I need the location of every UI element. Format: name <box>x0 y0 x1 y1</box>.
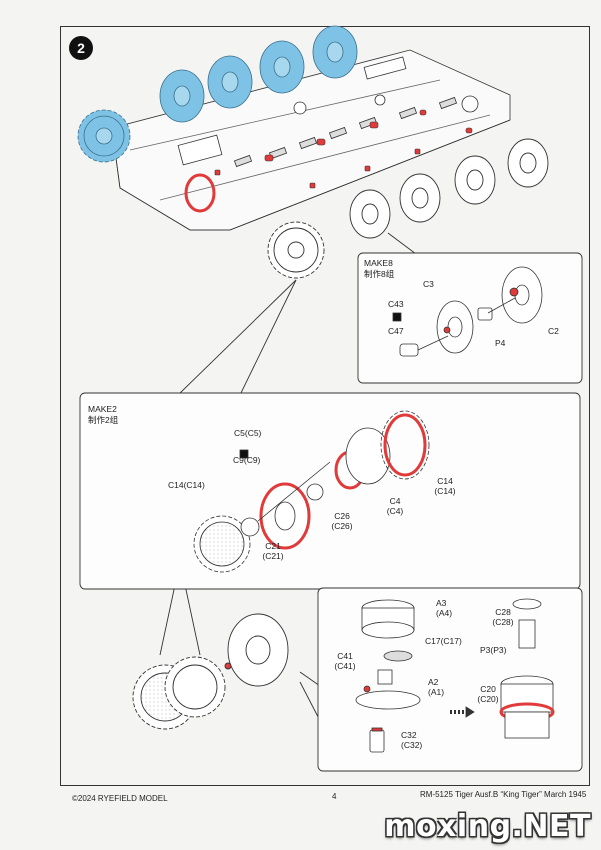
make8-parts <box>392 266 543 357</box>
part-label-c43: C43 <box>388 299 404 309</box>
part-label-c14-left: C14(C14) <box>168 480 205 490</box>
make8-title: MAKE8 <box>364 258 393 268</box>
part-label-a2: A2 <box>428 677 439 687</box>
make2-title: MAKE2 <box>88 404 117 414</box>
part-label-a2-alt: (A1) <box>428 687 445 697</box>
part-label-c4: C4 <box>389 496 401 506</box>
part-label-c28: C28 <box>495 607 511 617</box>
part-label-p3: P3(P3) <box>480 645 507 655</box>
front-sprocket <box>267 221 325 279</box>
part-label-c20-alt: (C20) <box>477 694 499 704</box>
part-label-c32: C32 <box>401 730 417 740</box>
part-label-c32-alt: (C32) <box>401 740 423 750</box>
make2-title-cn: 制作2组 <box>88 415 119 425</box>
step-number: 2 <box>77 40 85 56</box>
hull-red-ring <box>184 173 216 213</box>
part-label-c28-alt: (C28) <box>492 617 514 627</box>
part-label-c5: C5(C5) <box>234 428 262 438</box>
page-frame <box>60 26 590 786</box>
part-label-c14-right: C14 <box>437 476 453 486</box>
footer-model-title: RM-5125 Tiger Ausf.B “King Tiger” March … <box>420 790 587 799</box>
footer-copyright: ©2024 RYEFIELD MODEL <box>72 794 168 803</box>
part-label-c41-alt: (C41) <box>334 661 356 671</box>
part-label-c14-right-alt: (C14) <box>434 486 456 496</box>
part-label-p4: P4 <box>495 338 506 348</box>
make8-title-cn: 制作8组 <box>364 269 395 279</box>
make2-panel <box>79 392 581 590</box>
part-label-c3: C3 <box>423 279 434 289</box>
step-badge: 2 <box>69 36 93 60</box>
part-label-c20: C20 <box>480 684 496 694</box>
part-label-c41: C41 <box>337 651 353 661</box>
part-label-a3: A3 <box>436 598 447 608</box>
part-label-c21-alt: (C21) <box>262 551 284 561</box>
part-label-c4-alt: (C4) <box>386 506 404 516</box>
footer-page-number: 4 <box>332 792 337 801</box>
hull-red-points <box>214 109 473 189</box>
part-label-c2: C2 <box>548 326 559 336</box>
leader-lines <box>159 232 417 741</box>
sub-parts <box>355 598 555 753</box>
part-label-c9: C9(C9) <box>233 455 261 465</box>
make2-parts <box>193 410 430 573</box>
part-label-c17: C17(C17) <box>425 636 462 646</box>
part-label-c21: C21 <box>265 541 281 551</box>
blue-drive-sprocket <box>77 109 131 163</box>
part-label-c26: C26 <box>334 511 350 521</box>
watermark: moxing.NET <box>384 809 591 844</box>
part-label-c47: C47 <box>388 326 404 336</box>
assembled-sprocket <box>132 613 289 730</box>
blue-road-wheels <box>159 25 358 123</box>
part-label-c26-alt: (C26) <box>331 521 353 531</box>
road-wheels-lower <box>349 138 549 239</box>
part-label-a3-alt: (A4) <box>436 608 453 618</box>
